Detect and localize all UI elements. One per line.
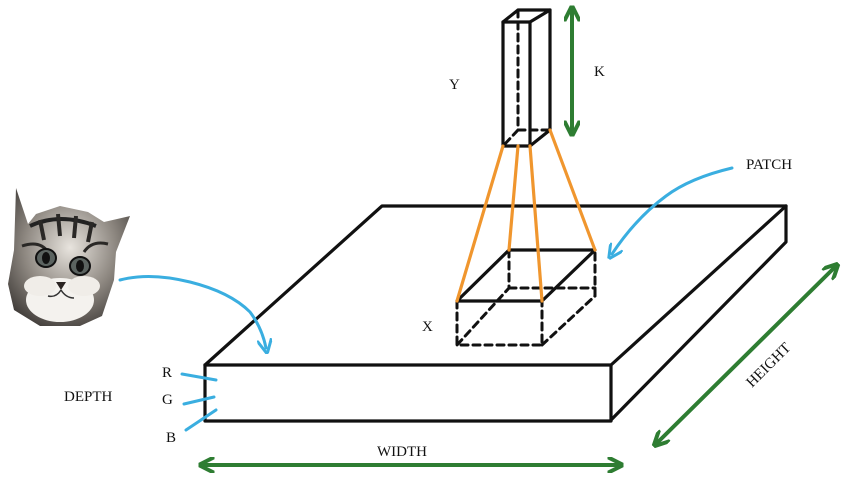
filter-column (501, 8, 552, 148)
b-channel-tick (184, 408, 218, 432)
kitten-pointer-arrow (118, 274, 266, 348)
g-label: G (162, 392, 173, 408)
r-channel-tick (180, 372, 218, 382)
height-dimension-arrow (658, 268, 834, 442)
input-volume (203, 204, 788, 423)
x-label: X (422, 319, 433, 335)
b-label: B (166, 430, 176, 446)
depth-label: DEPTH (64, 389, 113, 405)
y-label: Y (449, 77, 460, 93)
g-channel-tick (182, 395, 216, 406)
patch-cube (455, 248, 597, 347)
kitten-image (8, 188, 130, 326)
patch-label: PATCH (746, 157, 792, 173)
projection-lines (455, 128, 597, 303)
k-label: K (594, 64, 605, 80)
kitten-nose (56, 282, 66, 290)
r-label: R (162, 365, 172, 381)
width-label: WIDTH (377, 444, 427, 460)
patch-pointer-arrow (612, 166, 734, 254)
